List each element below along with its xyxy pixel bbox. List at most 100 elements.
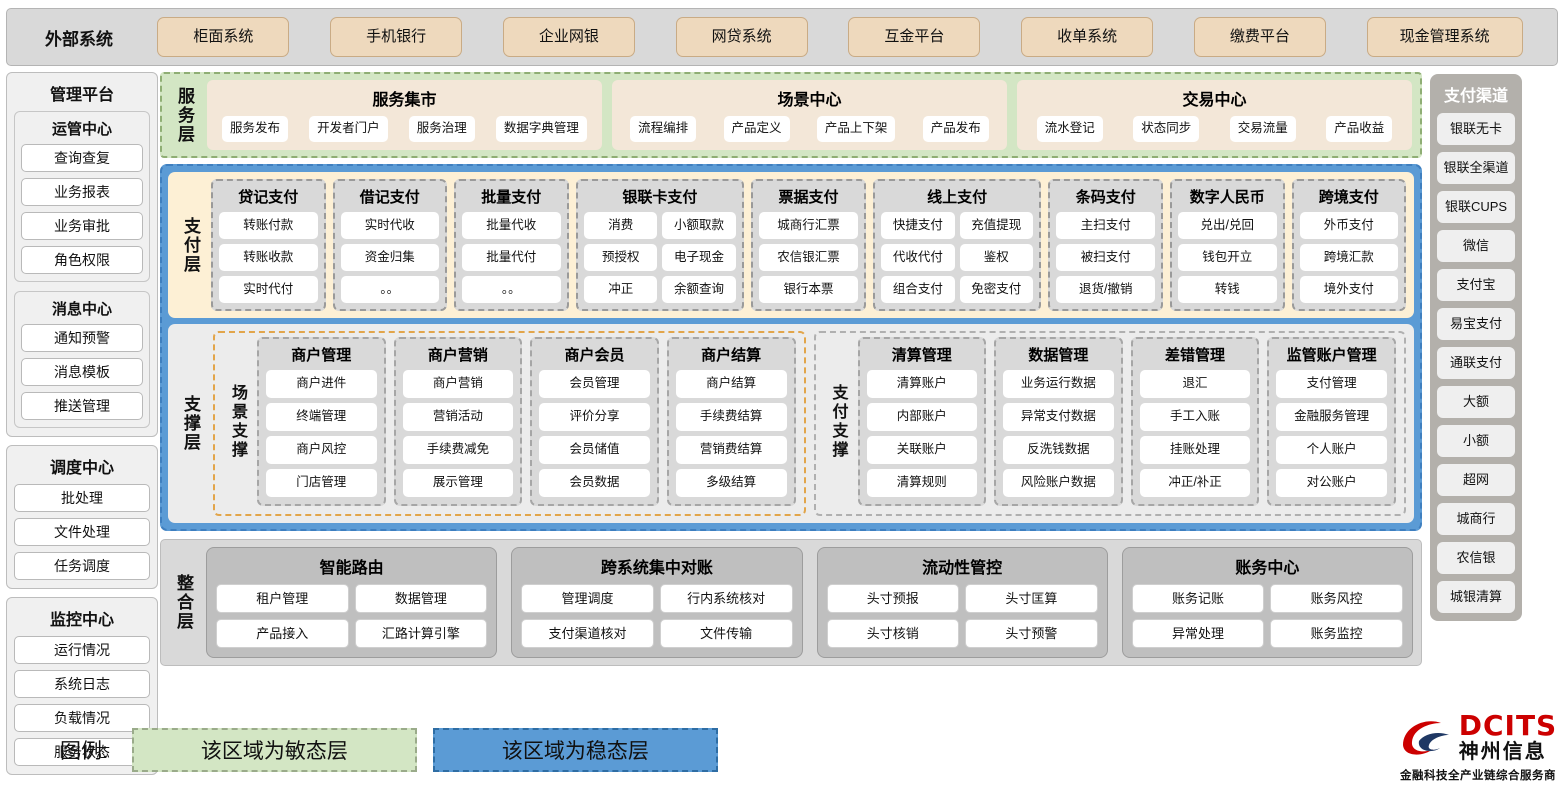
sidebar-item[interactable]: 负载情况 bbox=[14, 704, 150, 732]
integration-item[interactable]: 产品接入 bbox=[216, 619, 349, 648]
support-item[interactable]: 清算规则 bbox=[866, 469, 978, 497]
service-item[interactable]: 状态同步 bbox=[1133, 116, 1200, 142]
payment-channel-item[interactable]: 城银清算 bbox=[1437, 581, 1515, 613]
payment-item[interactable]: 主扫支付 bbox=[1056, 212, 1155, 239]
payment-channel-item[interactable]: 小额 bbox=[1437, 425, 1515, 457]
external-system-chip[interactable]: 柜面系统 bbox=[157, 17, 290, 57]
support-item[interactable]: 退汇 bbox=[1139, 370, 1251, 398]
support-item[interactable]: 清算账户 bbox=[866, 370, 978, 398]
sidebar-item[interactable]: 查询查复 bbox=[21, 144, 143, 172]
payment-item[interactable]: 银行本票 bbox=[759, 276, 858, 303]
support-item[interactable]: 手工入账 bbox=[1139, 403, 1251, 431]
support-item[interactable]: 业务运行数据 bbox=[1003, 370, 1114, 398]
integration-item[interactable]: 支付渠道核对 bbox=[521, 619, 654, 648]
support-item[interactable]: 手续费结算 bbox=[675, 403, 787, 431]
payment-item[interactable]: 。。 bbox=[462, 276, 561, 303]
sidebar-item[interactable]: 推送管理 bbox=[21, 392, 143, 420]
support-item[interactable]: 评价分享 bbox=[539, 403, 650, 431]
service-item[interactable]: 产品发布 bbox=[922, 116, 989, 142]
payment-channel-item[interactable]: 银联全渠道 bbox=[1437, 152, 1515, 184]
support-item[interactable]: 商户结算 bbox=[675, 370, 787, 398]
payment-item[interactable]: 转账付款 bbox=[219, 212, 318, 239]
sidebar-item[interactable]: 运行情况 bbox=[14, 636, 150, 664]
sidebar-item[interactable]: 文件处理 bbox=[14, 518, 150, 546]
payment-item[interactable]: 境外支付 bbox=[1299, 276, 1399, 303]
payment-channel-item[interactable]: 易宝支付 bbox=[1437, 308, 1515, 340]
external-system-chip[interactable]: 企业网银 bbox=[502, 17, 635, 57]
support-item[interactable]: 会员管理 bbox=[539, 370, 650, 398]
support-item[interactable]: 反洗钱数据 bbox=[1003, 436, 1114, 464]
service-item[interactable]: 服务发布 bbox=[222, 116, 289, 142]
payment-item[interactable]: 实时代付 bbox=[219, 276, 318, 303]
external-system-chip[interactable]: 手机银行 bbox=[330, 17, 463, 57]
sidebar-item[interactable]: 服务状态 bbox=[14, 738, 150, 766]
support-item[interactable]: 关联账户 bbox=[866, 436, 978, 464]
integration-item[interactable]: 账务监控 bbox=[1270, 619, 1403, 648]
sidebar-item[interactable]: 业务报表 bbox=[21, 178, 143, 206]
support-item[interactable]: 商户进件 bbox=[266, 370, 377, 398]
payment-item[interactable]: 转钱 bbox=[1177, 276, 1277, 303]
integration-item[interactable]: 账务风控 bbox=[1270, 584, 1403, 613]
integration-item[interactable]: 租户管理 bbox=[216, 584, 349, 613]
payment-item[interactable]: 兑出/兑回 bbox=[1177, 212, 1277, 239]
payment-channel-item[interactable]: 通联支付 bbox=[1437, 347, 1515, 379]
payment-channel-item[interactable]: 微信 bbox=[1437, 230, 1515, 262]
payment-channel-item[interactable]: 城商行 bbox=[1437, 503, 1515, 535]
integration-item[interactable]: 行内系统核对 bbox=[659, 584, 793, 613]
support-item[interactable]: 对公账户 bbox=[1276, 469, 1387, 497]
support-item[interactable]: 商户营销 bbox=[402, 370, 514, 398]
payment-channel-item[interactable]: 银联CUPS bbox=[1437, 191, 1515, 223]
payment-item[interactable]: 批量代付 bbox=[462, 244, 561, 271]
service-item[interactable]: 数据字典管理 bbox=[495, 116, 587, 142]
support-item[interactable]: 冲正/补正 bbox=[1139, 469, 1251, 497]
service-item[interactable]: 流水登记 bbox=[1036, 116, 1103, 142]
support-item[interactable]: 挂账处理 bbox=[1139, 436, 1251, 464]
payment-item[interactable]: 余额查询 bbox=[662, 276, 736, 303]
service-item[interactable]: 产品收益 bbox=[1326, 116, 1393, 142]
payment-channel-item[interactable]: 农信银 bbox=[1437, 542, 1515, 574]
service-item[interactable]: 产品上下架 bbox=[816, 116, 896, 142]
payment-item[interactable]: 退货/撤销 bbox=[1056, 276, 1155, 303]
integration-item[interactable]: 头寸预警 bbox=[965, 619, 1098, 648]
integration-item[interactable]: 账务记账 bbox=[1131, 584, 1265, 613]
payment-item[interactable]: 预授权 bbox=[584, 244, 658, 271]
service-item[interactable]: 开发者门户 bbox=[309, 116, 388, 142]
support-item[interactable]: 会员数据 bbox=[539, 469, 650, 497]
payment-item[interactable]: 鉴权 bbox=[959, 244, 1033, 271]
support-item[interactable]: 营销活动 bbox=[402, 403, 514, 431]
payment-channel-item[interactable]: 支付宝 bbox=[1437, 269, 1515, 301]
support-item[interactable]: 金融服务管理 bbox=[1276, 403, 1387, 431]
payment-item[interactable]: 外币支付 bbox=[1299, 212, 1399, 239]
integration-item[interactable]: 头寸匡算 bbox=[965, 584, 1098, 613]
external-system-chip[interactable]: 现金管理系统 bbox=[1366, 17, 1523, 57]
payment-channel-item[interactable]: 超网 bbox=[1437, 464, 1515, 496]
payment-item[interactable]: 快捷支付 bbox=[881, 212, 955, 239]
external-system-chip[interactable]: 缴费平台 bbox=[1193, 17, 1326, 57]
sidebar-item[interactable]: 消息模板 bbox=[21, 358, 143, 386]
sidebar-item[interactable]: 任务调度 bbox=[14, 552, 150, 580]
payment-item[interactable]: 充值提现 bbox=[959, 212, 1033, 239]
payment-item[interactable]: 消费 bbox=[584, 212, 658, 239]
support-item[interactable]: 展示管理 bbox=[402, 469, 514, 497]
payment-item[interactable]: 组合支付 bbox=[881, 276, 955, 303]
payment-item[interactable]: 代收代付 bbox=[881, 244, 955, 271]
sidebar-item[interactable]: 批处理 bbox=[14, 484, 150, 512]
integration-item[interactable]: 头寸预报 bbox=[826, 584, 960, 613]
payment-item[interactable]: 转账收款 bbox=[219, 244, 318, 271]
sidebar-item[interactable]: 系统日志 bbox=[14, 670, 150, 698]
payment-item[interactable]: 跨境汇款 bbox=[1299, 244, 1399, 271]
external-system-chip[interactable]: 网贷系统 bbox=[675, 17, 808, 57]
external-system-chip[interactable]: 收单系统 bbox=[1021, 17, 1154, 57]
support-item[interactable]: 门店管理 bbox=[266, 469, 377, 497]
support-item[interactable]: 多级结算 bbox=[675, 469, 787, 497]
integration-item[interactable]: 管理调度 bbox=[521, 584, 654, 613]
payment-item[interactable]: 农信银汇票 bbox=[759, 244, 858, 271]
service-item[interactable]: 交易流量 bbox=[1229, 116, 1296, 142]
service-item[interactable]: 流程编排 bbox=[630, 116, 697, 142]
support-item[interactable]: 个人账户 bbox=[1276, 436, 1387, 464]
service-item[interactable]: 产品定义 bbox=[723, 116, 790, 142]
support-item[interactable]: 支付管理 bbox=[1276, 370, 1387, 398]
payment-item[interactable]: 资金归集 bbox=[340, 244, 440, 271]
support-item[interactable]: 内部账户 bbox=[866, 403, 978, 431]
support-item[interactable]: 终端管理 bbox=[266, 403, 377, 431]
